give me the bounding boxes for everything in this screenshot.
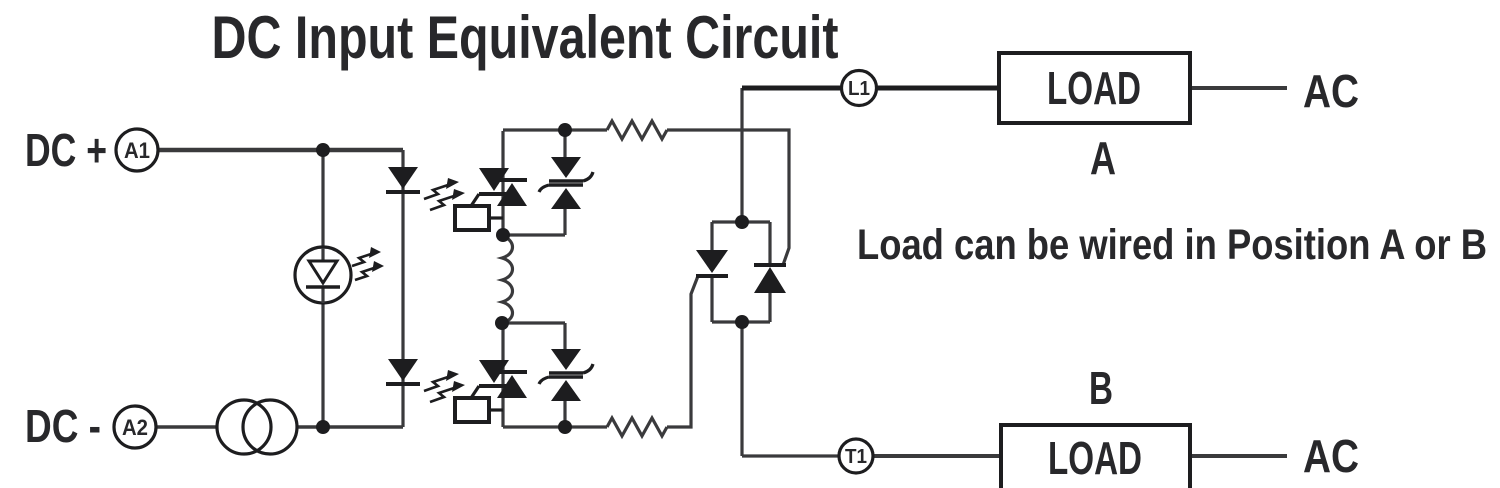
ac-label-a: AC [1303, 65, 1359, 117]
coupling-coil [496, 234, 515, 325]
annotation-note: Load can be wired in Position A or B [857, 221, 1487, 269]
terminal-a2-label: A2 [122, 415, 148, 440]
load-b: B LOAD AC [999, 362, 1359, 488]
resistor-bottom [605, 414, 669, 440]
scr-pair [696, 250, 786, 293]
current-source-symbol [215, 398, 299, 456]
resistor-top [605, 117, 669, 143]
led-emission-arrows-icon [351, 247, 384, 282]
terminal-t1-label: T1 [845, 446, 867, 468]
dc-plus-label: DC + [25, 124, 107, 176]
load-a-box [997, 51, 1192, 125]
current-source-circle-left [215, 398, 273, 456]
wire-top-resistor-to-gate [667, 128, 791, 266]
load-b-box [999, 423, 1192, 488]
junction-dots [316, 123, 749, 434]
light-arrows-icon [423, 178, 465, 212]
terminal-a2: A2 [112, 404, 158, 450]
load-b-label: LOAD [1048, 432, 1142, 484]
status-led [293, 245, 384, 305]
terminal-t1: T1 [837, 437, 875, 475]
diac-icon [537, 131, 595, 235]
terminal-a1: A1 [114, 127, 160, 173]
gate-resistor-box [453, 204, 491, 232]
terminal-a1-label: A1 [124, 138, 150, 163]
opto-led-icon [388, 167, 418, 189]
current-source-circle-right [241, 398, 299, 456]
load-a-label: LOAD [1047, 62, 1141, 114]
terminal-l1-label: L1 [848, 78, 870, 100]
scr-right-icon [754, 267, 786, 293]
optocoupler-section [386, 131, 595, 235]
scr-left-icon [696, 250, 728, 273]
optocoupler-section-bottom [384, 321, 595, 429]
terminal-l1: L1 [839, 68, 879, 108]
position-a-label: A [1090, 132, 1116, 184]
load-a: LOAD AC A [997, 51, 1359, 184]
page-title: DC Input Equivalent Circuit [212, 4, 839, 71]
position-b-label: B [1089, 362, 1113, 414]
ac-label-b: AC [1303, 430, 1359, 482]
wire-bottom-resistor-to-gate [667, 275, 700, 429]
phototriac-icon [453, 131, 527, 235]
status-led-triangle [306, 259, 340, 286]
dc-minus-label: DC - [25, 400, 101, 452]
scr-pair-frame [710, 220, 772, 324]
